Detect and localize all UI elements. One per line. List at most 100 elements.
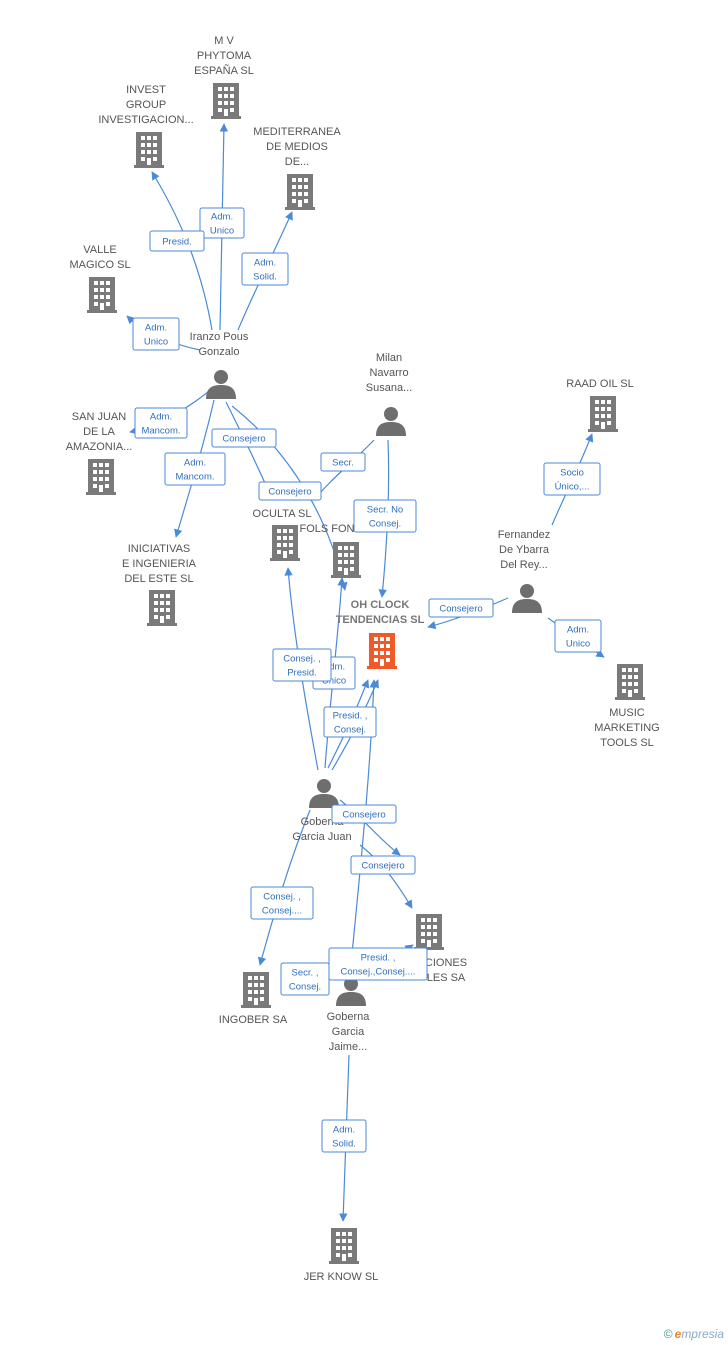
relation-box (323, 706, 377, 738)
relation-text: Consej.,Consej.... (341, 967, 416, 978)
building-icon (615, 664, 645, 700)
relation-label-r1[interactable]: Adm.Unico (199, 207, 245, 239)
relation-box (428, 598, 494, 618)
node-label-line: De Ybarra (499, 544, 550, 556)
building-icon (87, 277, 117, 313)
relation-label-r6[interactable]: Consejero (211, 428, 277, 448)
node-label-line: Garcia Juan (292, 831, 351, 843)
relation-label-r17[interactable]: Consejero (331, 804, 397, 824)
node-milan[interactable]: MilanNavarroSusana... (366, 352, 412, 436)
relation-text: Secr. No (367, 505, 403, 516)
building-icon (414, 914, 444, 950)
relation-label-r15[interactable]: Consej. ,Presid. (272, 648, 332, 682)
node-label-line: MUSIC (609, 707, 645, 719)
node-label-line: Navarro (369, 367, 408, 379)
relation-box (350, 855, 416, 875)
relation-label-r4[interactable]: Adm.Unico (132, 317, 180, 351)
relation-text: Adm. (184, 458, 206, 469)
relation-label-r5[interactable]: Adm.Mancom. (134, 407, 188, 439)
node-jerknow[interactable]: JER KNOW SL (304, 1228, 379, 1283)
relation-text: Adm. (567, 625, 589, 636)
relation-box (241, 252, 289, 286)
node-label-line: OH CLOCK (351, 599, 410, 611)
node-goberna-jaime[interactable]: GobernaGarciaJaime... (327, 977, 371, 1053)
building-icon (241, 972, 271, 1008)
node-label-line: DEL ESTE SL (124, 573, 193, 585)
node-label-line: GROUP (126, 99, 166, 111)
relation-label-r8[interactable]: Consejero (258, 481, 322, 501)
relation-label-r11[interactable]: SocioÚnico,... (543, 462, 601, 496)
relation-text: Consejero (222, 434, 265, 445)
node-folsfon[interactable]: FOLS FON (299, 523, 361, 578)
building-icon (147, 590, 177, 626)
node-label-line: INICIATIVAS (128, 543, 191, 555)
relation-label-r9[interactable]: Secr. (320, 452, 366, 472)
node-label-line: PHYTOMA (197, 50, 252, 62)
node-label-line: Milan (376, 352, 402, 364)
relation-box (211, 428, 277, 448)
relation-text: Consej. , (263, 892, 301, 903)
node-label-line: DE... (285, 156, 309, 168)
relation-text: Consej. (369, 519, 401, 530)
edge-goberna-ciones-2 (359, 844, 413, 909)
relation-label-r21[interactable]: Secr. ,Consej. (280, 962, 330, 996)
relation-label-r13[interactable]: Adm. Unico (554, 619, 602, 653)
relation-label-r12[interactable]: Consejero (428, 598, 494, 618)
relation-label-r19[interactable]: Consej. , Consej.... (250, 886, 314, 920)
node-invest[interactable]: INVESTGROUPINVESTIGACION... (98, 84, 194, 168)
relation-text: Consej.... (262, 906, 302, 917)
relation-text: Consej. (289, 982, 321, 993)
relation-text: Mancom. (141, 426, 180, 437)
relation-box (199, 207, 245, 239)
relation-label-r18[interactable]: Consejero (350, 855, 416, 875)
node-label-line: JER KNOW SL (304, 1271, 379, 1283)
relation-text: Adm. (333, 1125, 355, 1136)
relation-label-r22[interactable]: Adm.Solid. (321, 1119, 367, 1153)
node-label-line: Goberna (327, 1011, 371, 1023)
relation-text: Unico (566, 639, 590, 650)
relation-box (272, 648, 332, 682)
relation-box (258, 481, 322, 501)
node-label-line: Garcia (332, 1026, 365, 1038)
relation-box (132, 317, 180, 351)
node-ingober[interactable]: INGOBER SA (219, 972, 288, 1026)
person-icon (376, 407, 406, 436)
node-label-line: VALLE (83, 244, 116, 256)
relation-label-r2[interactable]: Presid. (149, 230, 205, 252)
relation-label-r7[interactable]: Adm. Mancom. (164, 452, 226, 486)
node-label-line: M V (214, 35, 234, 47)
relation-text: Único,... (555, 482, 590, 493)
relation-label-r16[interactable]: Presid. ,Consej. (323, 706, 377, 738)
node-label-line: SAN JUAN (72, 411, 126, 423)
node-label-line: OCULTA SL (253, 508, 312, 520)
node-oculta[interactable]: OCULTA SL (253, 508, 312, 561)
relation-text: Unico (144, 337, 168, 348)
relation-text: Unico (322, 676, 346, 687)
relation-text: Adm. (323, 662, 345, 673)
building-icon (86, 459, 116, 495)
relation-label-r10[interactable]: Secr. No Consej. (353, 499, 417, 533)
person-icon (206, 370, 236, 399)
relation-label-r3[interactable]: Adm.Solid. (241, 252, 289, 286)
relation-label-r20[interactable]: Presid. ,Consej.,Consej.... (328, 947, 428, 981)
building-icon (211, 83, 241, 119)
building-icon (270, 525, 300, 561)
node-label-line: AMAZONIA... (66, 441, 133, 453)
node-label-line: INGOBER SA (219, 1014, 288, 1026)
node-raad[interactable]: RAAD OIL SL (566, 378, 634, 432)
relation-text: Mancom. (175, 472, 214, 483)
relation-box (543, 462, 601, 496)
person-icon (512, 584, 542, 613)
